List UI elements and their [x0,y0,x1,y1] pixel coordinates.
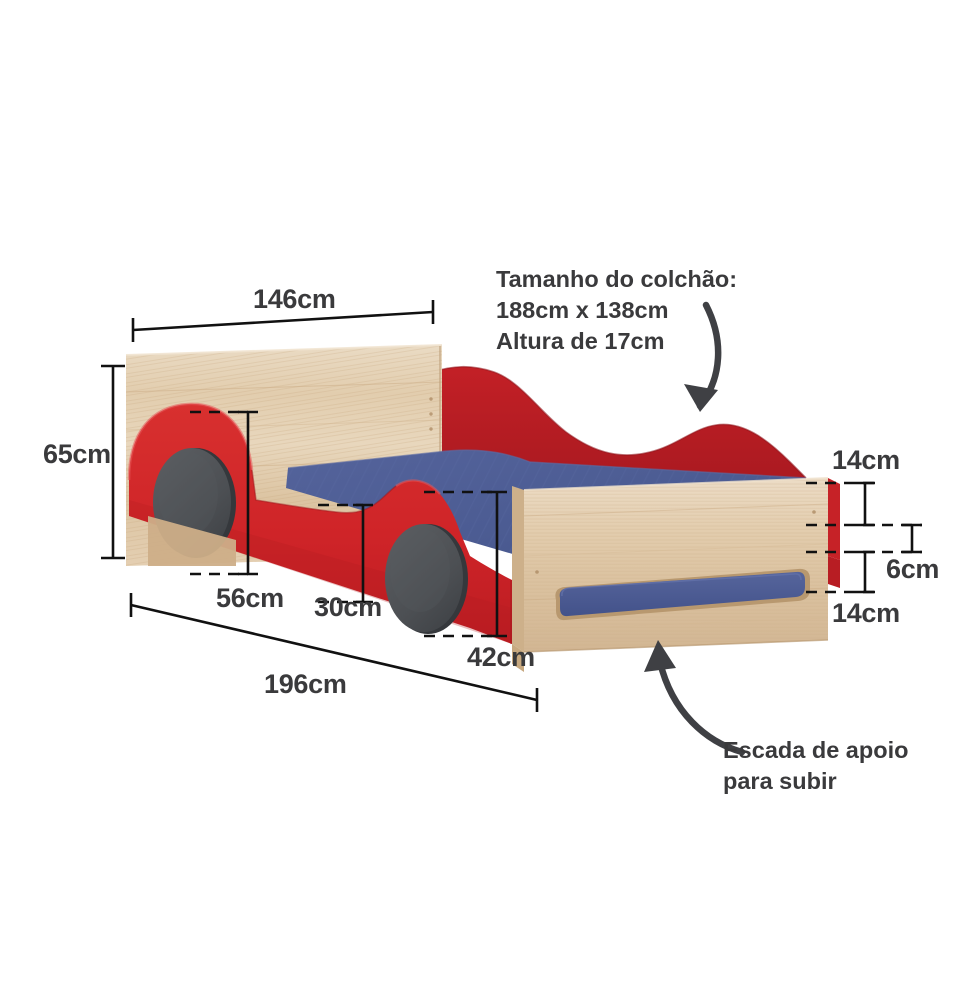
dim-14cm-bottom-line [855,550,875,594]
dim-label-42cm: 42cm [467,642,535,672]
ladder-arrow [644,640,746,756]
ladder-note-line-2: para subir [723,768,837,794]
dim-label-30cm: 30cm [314,592,382,622]
dim-label-146cm: 146cm [253,284,336,314]
ladder-note-line-1: Escada de apoio [723,737,909,763]
dim-label-56cm: 56cm [216,583,284,613]
mattress-note-line-3: Altura de 17cm [496,328,665,354]
mattress-note-line-1: Tamanho do colchão: [496,266,738,292]
footboard-panel [523,477,829,653]
headboard-foot [148,516,236,566]
footboard-foot [512,644,524,672]
rear-wheel [385,524,468,634]
dim-label-196cm: 196cm [264,669,347,699]
dim-label-14cm-bottom: 14cm [832,598,900,628]
dim-14cm-top-line [855,481,875,527]
mattress-size-note: Tamanho do colchão: 188cm x 138cm Altura… [496,264,737,357]
dim-146cm-line [131,300,435,342]
dimension-lines [101,300,922,712]
front-wheel [153,448,236,558]
mattress-arrow [684,301,722,412]
dim-196cm-line [129,593,539,712]
footboard-side-edge [512,486,524,652]
dim-label-6cm: 6cm [886,554,940,584]
dim-label-14cm-top: 14cm [832,445,900,475]
dim-6cm-line [902,523,922,554]
extension-lines [190,410,922,638]
step-slot [555,568,810,621]
dim-65cm-line [101,364,125,560]
footboard-red-edge [828,478,840,588]
mattress-note-line-2: 188cm x 138cm [496,297,669,323]
ladder-note: Escada de apoio para subir [723,735,908,797]
dim-label-65cm: 65cm [43,439,111,469]
